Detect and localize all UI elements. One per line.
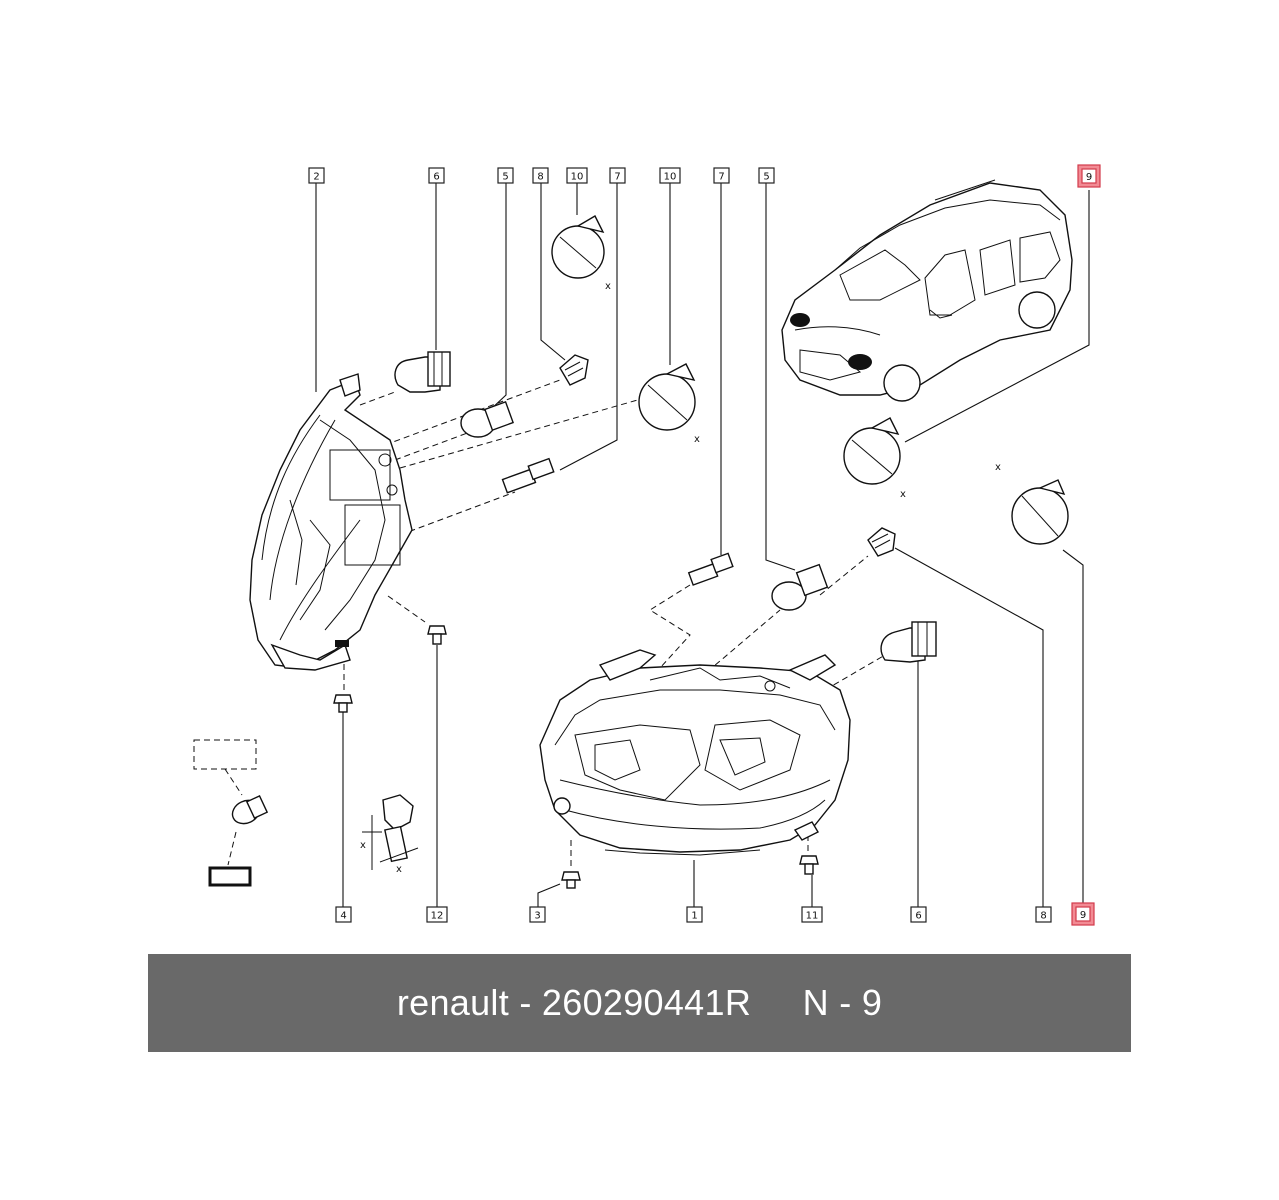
- bulb-socket-8-top: [559, 354, 589, 386]
- part-number-text: renault - 260290441R N - 9: [396, 982, 883, 1023]
- svg-text:8: 8: [537, 172, 543, 183]
- svg-text:9: 9: [1086, 172, 1092, 183]
- callout-10-top-right: 10: [659, 167, 681, 184]
- parts-diagram: x x x x x x 2 6 5 8 10 7 10 7 5 9 4 12 3…: [193, 164, 1101, 926]
- callout-6-top: 6: [428, 167, 445, 184]
- cap-9-right: [1011, 479, 1069, 545]
- svg-text:5: 5: [763, 172, 769, 183]
- callout-6-bottom: 6: [910, 906, 927, 923]
- cap-10-top-left: [551, 215, 605, 279]
- bulb-socket-8-right: [867, 527, 896, 557]
- leader-lines: [315, 183, 1090, 907]
- svg-text:9: 9: [1080, 910, 1086, 921]
- callout-8-top: 8: [532, 167, 549, 184]
- callout-10-top-left: 10: [566, 167, 588, 184]
- callout-2-top: 2: [308, 167, 325, 184]
- svg-text:12: 12: [431, 911, 444, 922]
- bulb-w5w-7-top: [501, 457, 555, 494]
- dim-x-5: x: [360, 840, 366, 851]
- svg-text:7: 7: [614, 172, 620, 183]
- callout-5-top-right: 5: [758, 167, 775, 184]
- fastener-11: [799, 855, 819, 875]
- callout-8-bottom: 8: [1035, 906, 1052, 923]
- callout-9-top: 9: [1077, 164, 1101, 188]
- svg-text:10: 10: [664, 172, 677, 183]
- bulb-p21w-top: [460, 401, 514, 438]
- svg-text:10: 10: [571, 172, 584, 183]
- vehicle-illustration: [781, 179, 1073, 402]
- callout-9-bottom: 9: [1071, 902, 1095, 926]
- callouts: 2 6 5 8 10 7 10 7 5 9 4 12 3 1 11 6 8 9: [308, 164, 1101, 926]
- svg-text:1: 1: [691, 911, 697, 922]
- svg-text:6: 6: [915, 911, 921, 922]
- callout-7-top-left: 7: [609, 167, 626, 184]
- svg-text:2: 2: [313, 172, 319, 183]
- right-headlamp-assembly: [539, 649, 851, 856]
- svg-text:4: 4: [340, 911, 346, 922]
- dim-x-3: x: [900, 489, 906, 500]
- fastener-3: [561, 871, 581, 889]
- svg-text:6: 6: [433, 172, 439, 183]
- callout-12-bottom: 12: [426, 906, 448, 923]
- dim-x-2: x: [694, 434, 700, 445]
- callout-11-bottom: 11: [801, 906, 823, 923]
- dim-x-6: x: [396, 864, 402, 875]
- cap-9-mid: [843, 417, 901, 485]
- dimension-marks: x x x x x x: [360, 281, 1001, 875]
- bulb-w5w-7-right: [687, 552, 734, 586]
- svg-text:5: 5: [502, 172, 508, 183]
- callout-3-bottom: 3: [529, 906, 546, 923]
- dim-x-4: x: [995, 462, 1001, 473]
- callout-4-bottom: 4: [335, 906, 352, 923]
- fastener-12: [427, 625, 447, 645]
- side-marker-bulb: [231, 794, 269, 825]
- adjusting-screw: [362, 794, 419, 870]
- svg-text:8: 8: [1040, 911, 1046, 922]
- callout-5-top-left: 5: [497, 167, 514, 184]
- side-marker-seal: [208, 866, 252, 887]
- dim-x-1: x: [605, 281, 611, 292]
- assembly-dashed-lines: [193, 379, 886, 870]
- callout-1-bottom: 1: [686, 906, 703, 923]
- callout-7-top-right: 7: [713, 167, 730, 184]
- fastener-4: [333, 694, 353, 713]
- cap-10-mid: [638, 363, 696, 431]
- svg-text:11: 11: [806, 911, 819, 922]
- bulb-h4-top: [394, 351, 451, 393]
- svg-text:7: 7: [718, 172, 724, 183]
- bulb-h4-right: [880, 621, 937, 663]
- bulb-p21w-right: [771, 563, 829, 611]
- left-headlamp-assembly: [249, 373, 413, 671]
- svg-text:3: 3: [534, 911, 540, 922]
- part-number-banner: renault - 260290441R N - 9: [148, 954, 1131, 1052]
